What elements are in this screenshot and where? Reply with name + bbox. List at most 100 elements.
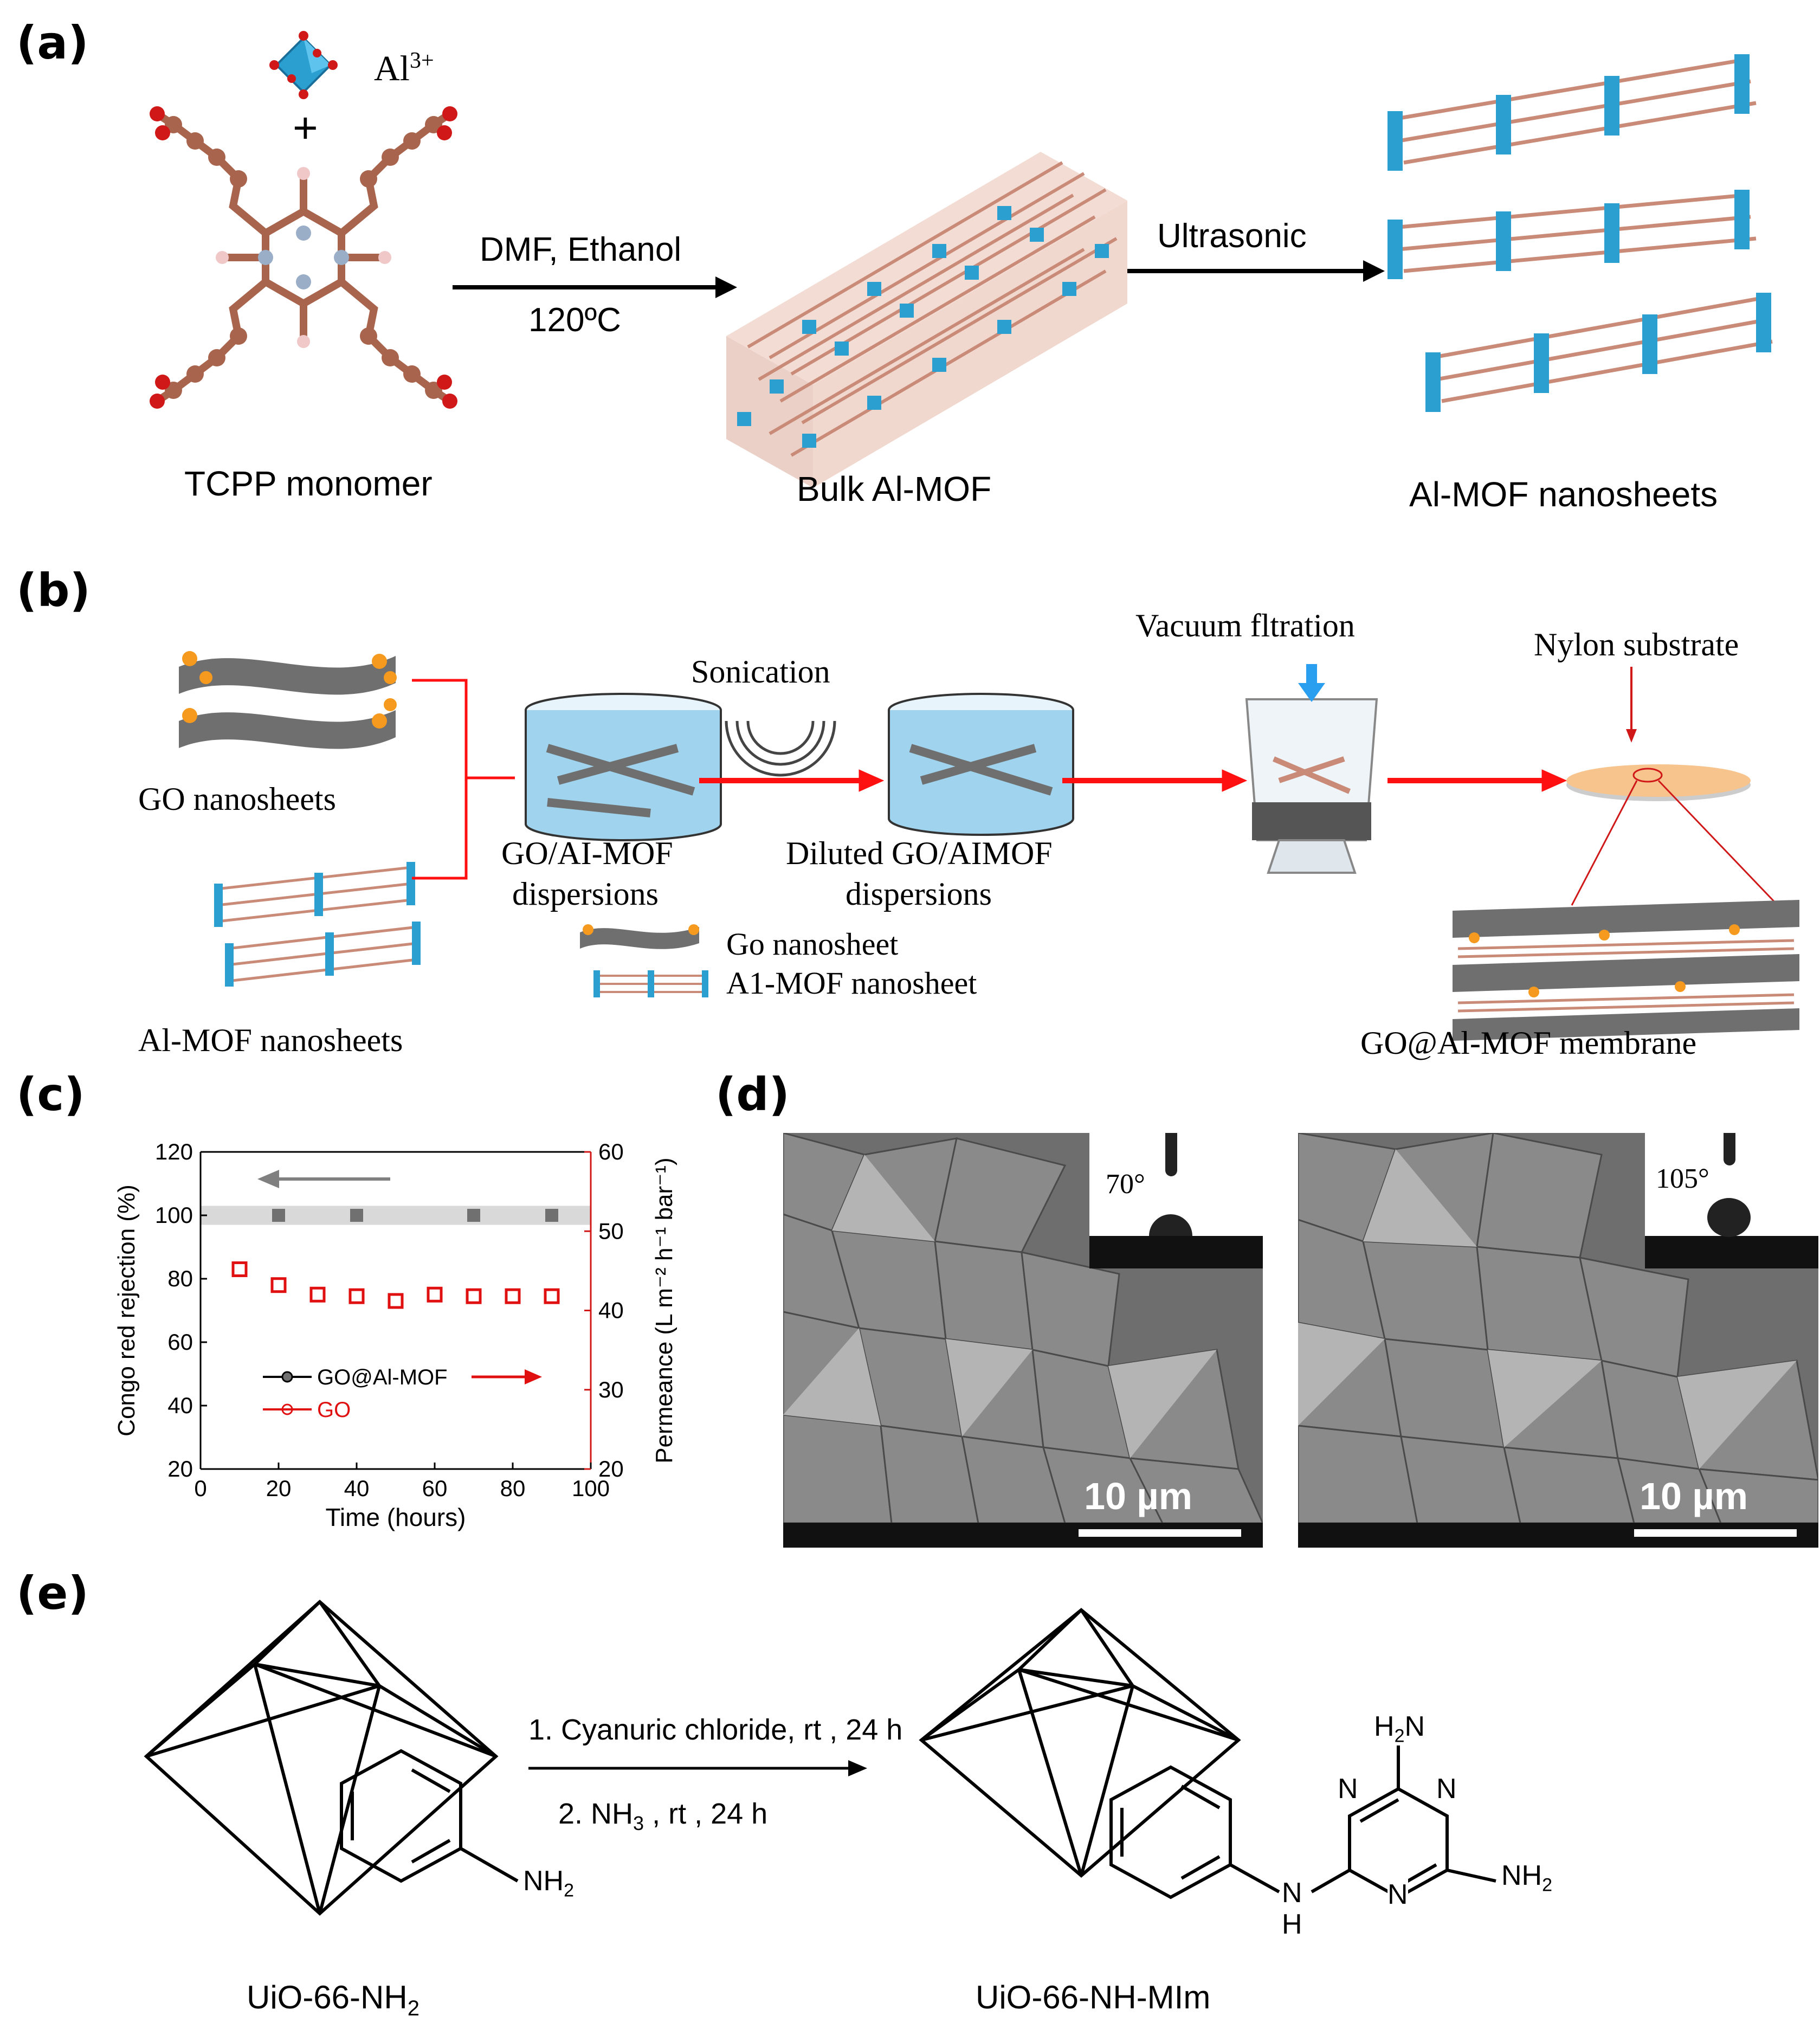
x-tick-label: 80	[500, 1476, 526, 1501]
panel-b-graphics	[179, 651, 1799, 1041]
panel-label-e: (e)	[16, 1567, 89, 1620]
scale-label-left: 10 µm	[1084, 1475, 1192, 1517]
label-dispersion1-line2: dispersions	[512, 876, 659, 912]
triazine-n-3: N	[1387, 1878, 1408, 1911]
y-right-tick-label: 40	[598, 1298, 624, 1323]
legend-label: GO	[317, 1398, 351, 1422]
sem-image-left: 70° 10 µm	[783, 1133, 1263, 1548]
y-left-axis-label: Congo red rejection (%)	[113, 1184, 140, 1437]
label-membrane: GO@Al-MOF membrane	[1360, 1025, 1697, 1061]
right-amine-side: NH2	[1501, 1860, 1553, 1896]
membrane-stack-icon	[1453, 900, 1799, 1041]
linker-n: N	[1282, 1877, 1302, 1909]
x-tick-label: 0	[194, 1476, 206, 1501]
contact-angle-inset-right: 105°	[1645, 1133, 1818, 1268]
step1-conditions-top: DMF, Ethanol	[480, 231, 682, 268]
panel-label-a: (a)	[16, 16, 89, 69]
step2-conditions: Ultrasonic	[1157, 217, 1307, 255]
go-point	[388, 1293, 404, 1309]
water-droplet-right-icon	[1707, 1198, 1751, 1237]
go-point	[544, 1288, 560, 1304]
go-point	[466, 1288, 482, 1304]
label-uio66-nh-mim: UiO-66-NH-MIm	[976, 1979, 1211, 2015]
label-go-nanosheets: GO nanosheets	[138, 781, 336, 817]
right-axis-arrowhead	[525, 1369, 542, 1384]
go-almof-point	[545, 1209, 558, 1222]
legend-go-swatch	[580, 924, 699, 949]
legend-marker	[281, 1371, 293, 1383]
y-left-tick-label: 20	[167, 1456, 193, 1481]
needle-left-icon	[1165, 1133, 1177, 1176]
scale-bar-left	[1079, 1529, 1241, 1537]
go-point	[505, 1288, 521, 1304]
scale-bar-right	[1634, 1529, 1797, 1537]
bracket	[412, 679, 515, 880]
y-left-tick-label: 80	[167, 1266, 193, 1291]
y-left-tick-label: 100	[155, 1202, 193, 1228]
label-sonication: Sonication	[691, 654, 830, 690]
legend-marker	[281, 1403, 293, 1415]
nylon-substrate-icon	[1566, 667, 1779, 906]
al-ion-label: Al3+	[374, 48, 434, 88]
triazine-n-2: N	[1436, 1773, 1457, 1805]
panel-a-graphics	[150, 31, 1773, 488]
label-mof-nanosheets: Al-MOF nanosheets	[1409, 475, 1718, 514]
go-point	[348, 1288, 365, 1304]
reaction-arrow-e	[528, 1760, 867, 1776]
step1-conditions-bottom: 120ºC	[528, 301, 621, 339]
panel-label-c: (c)	[16, 1068, 85, 1121]
x-tick-label: 100	[572, 1476, 610, 1501]
label-uio66-nh2: UiO-66-NH2	[247, 1979, 419, 2020]
go-nanosheet-icon	[179, 651, 397, 749]
label-almof-nanosheets: Al-MOF nanosheets	[138, 1022, 403, 1058]
label-dispersion1-line1: GO/AI-MOF	[501, 835, 673, 871]
sem-crystals-right	[1298, 1133, 1818, 1524]
x-tick-label: 20	[266, 1476, 292, 1501]
go-point	[231, 1261, 248, 1277]
uio66-octahedron-right-icon	[919, 1608, 1241, 1878]
reaction-arrow-2	[1095, 260, 1385, 282]
y-right-tick-label: 20	[598, 1456, 624, 1481]
label-dispersion2-line2: dispersions	[846, 876, 992, 912]
x-axis-label: Time (hours)	[326, 1503, 466, 1531]
benzene-right-icon	[1109, 1765, 1351, 1899]
go-point	[309, 1286, 326, 1303]
downward-arrow-icon	[1298, 664, 1325, 702]
triazine-ring-icon	[1348, 1745, 1496, 1899]
contact-angle-left: 70°	[1106, 1169, 1145, 1200]
contact-angle-right: 105°	[1656, 1163, 1709, 1194]
linker-h: H	[1282, 1909, 1302, 1940]
y-left-tick-label: 60	[167, 1329, 193, 1355]
al-ion-charge: 3+	[410, 48, 434, 73]
panel-label-d: (d)	[715, 1068, 790, 1121]
filtration-cup-icon	[1245, 698, 1378, 874]
label-bulk-mof: Bulk Al-MOF	[797, 469, 992, 508]
sem-crystals-left	[783, 1133, 1263, 1524]
label-nylon-substrate: Nylon substrate	[1534, 627, 1739, 662]
y-right-tick-label: 50	[598, 1218, 624, 1244]
legend-go-label: Go nanosheet	[726, 926, 899, 962]
needle-right-icon	[1724, 1133, 1735, 1165]
beaker-2-icon	[888, 693, 1074, 836]
contact-angle-inset-left: 70°	[1089, 1133, 1263, 1268]
x-tick-label: 60	[422, 1476, 448, 1501]
legend-mof-label: A1-MOF nanosheet	[726, 965, 977, 1001]
uio66-octahedron-left-icon	[144, 1599, 499, 1916]
go-almof-point	[272, 1209, 285, 1222]
beaker-1-icon	[525, 693, 722, 841]
legend-mof-swatch	[593, 970, 708, 997]
label-tcpp-monomer: TCPP monomer	[184, 464, 433, 503]
y-left-tick-label: 120	[155, 1139, 193, 1164]
y-right-tick-label: 60	[598, 1139, 624, 1164]
sem-info-bar-left	[783, 1523, 1263, 1548]
reaction-arrow-1	[453, 276, 737, 298]
y-right-tick-label: 30	[598, 1377, 624, 1402]
benzene-left-icon	[340, 1749, 519, 1883]
go-almof-point	[350, 1209, 363, 1222]
rejection-band	[201, 1206, 591, 1225]
legend-label: GO@Al-MOF	[317, 1365, 448, 1389]
label-vacuum-filtration: Vacuum fltration	[1135, 608, 1355, 643]
triazine-n-1: N	[1338, 1773, 1358, 1805]
